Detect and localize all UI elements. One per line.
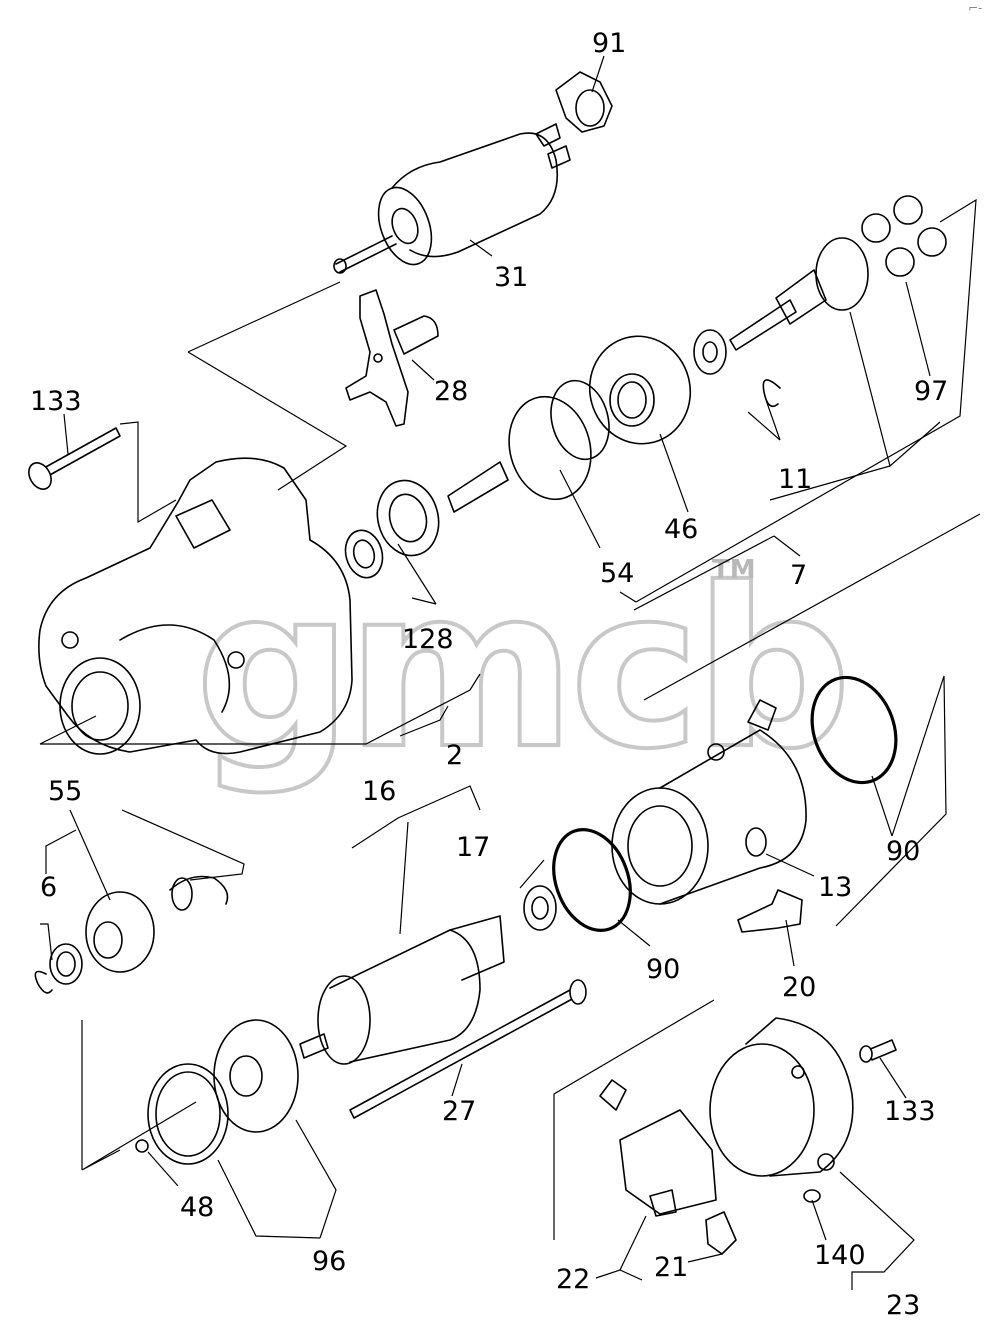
callout-133-bottom: 133 <box>884 1096 936 1127</box>
part-128-bearing <box>344 479 440 579</box>
callout-11: 11 <box>778 464 812 495</box>
part-48-ball <box>135 1139 149 1153</box>
callout-48: 48 <box>180 1192 214 1223</box>
part-133-bolt-small <box>859 1039 897 1063</box>
part-54-drive-shaft <box>447 379 610 513</box>
part-7-planet-carrier <box>729 237 869 351</box>
part-91-boot <box>555 71 613 133</box>
callout-128: 128 <box>402 624 454 655</box>
part-11-washer-clip <box>693 329 781 408</box>
leader-lines <box>39 55 981 1290</box>
part-96-plate <box>147 1019 299 1165</box>
callout-31: 31 <box>494 262 528 293</box>
part-23-rear-cover <box>709 1017 854 1177</box>
part-17-bearing <box>523 885 557 931</box>
callout-90-upper: 90 <box>886 836 920 867</box>
part-27-through-bolt <box>349 979 587 1119</box>
callout-133-top: 133 <box>30 386 82 417</box>
callout-97: 97 <box>914 376 948 407</box>
callout-54: 54 <box>600 558 634 589</box>
callout-96: 96 <box>312 1246 346 1277</box>
watermark-logo-text: gmcb <box>195 541 846 797</box>
corner-mark: ⌐- <box>968 1 982 15</box>
watermark-tm-mark: TM <box>712 555 756 585</box>
callout-2: 2 <box>446 740 463 771</box>
callout-28: 28 <box>434 376 468 407</box>
callout-21: 21 <box>654 1252 688 1283</box>
part-2-front-housing <box>38 457 353 755</box>
callout-22: 22 <box>556 1264 590 1295</box>
part-133-bolt <box>28 427 121 490</box>
callout-17: 17 <box>456 832 490 863</box>
callout-13: 13 <box>818 872 852 903</box>
part-90-o-ring-large <box>810 675 898 785</box>
callout-20: 20 <box>782 972 816 1003</box>
part-97-planet-gears <box>861 195 947 277</box>
part-31-solenoid <box>333 123 571 274</box>
callout-labels: 91 31 28 133 97 11 46 7 54 128 2 55 6 16… <box>30 28 948 1321</box>
callout-27: 27 <box>442 1096 476 1127</box>
callout-55: 55 <box>48 776 82 807</box>
callout-23: 23 <box>886 1290 920 1321</box>
part-6-collar <box>34 943 83 994</box>
part-22-brush-holder <box>599 1079 737 1255</box>
part-55-pinion <box>85 875 229 973</box>
callout-7: 7 <box>790 560 807 591</box>
watermark: gmcb TM <box>193 539 854 799</box>
part-28-shift-lever <box>345 289 439 427</box>
part-46-internal-gear <box>588 335 692 445</box>
callout-91: 91 <box>592 28 626 59</box>
callout-140: 140 <box>814 1240 866 1271</box>
callout-46: 46 <box>664 514 698 545</box>
callout-90-lower: 90 <box>646 954 680 985</box>
callout-16: 16 <box>362 776 396 807</box>
callout-6: 6 <box>40 872 57 903</box>
part-90-o-ring-small <box>552 828 632 932</box>
part-20-brush <box>737 889 803 933</box>
part-140-washer <box>803 1189 821 1203</box>
part-16-armature <box>299 915 505 1065</box>
